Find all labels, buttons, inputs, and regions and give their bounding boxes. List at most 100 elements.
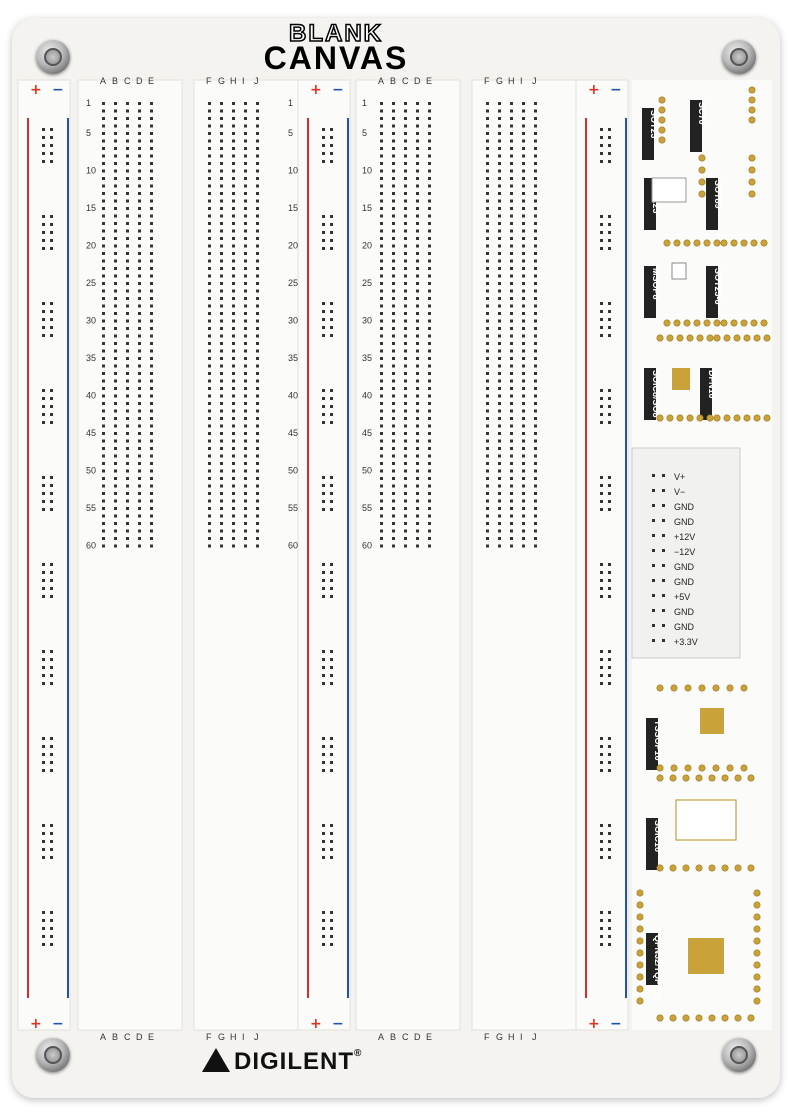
tie-hole bbox=[208, 132, 211, 135]
tie-hole bbox=[392, 124, 395, 128]
pad bbox=[740, 684, 748, 692]
tie-hole bbox=[256, 469, 259, 473]
tie-hole bbox=[498, 372, 501, 375]
power-hole bbox=[662, 564, 665, 567]
rail-hole bbox=[42, 563, 45, 566]
rail-hole bbox=[322, 413, 325, 416]
tie-hole bbox=[380, 139, 383, 143]
tie-hole bbox=[534, 537, 537, 540]
tie-hole bbox=[126, 379, 129, 383]
tie-hole bbox=[102, 417, 105, 420]
tie-hole bbox=[208, 289, 211, 293]
tie-hole bbox=[208, 417, 211, 420]
rail-hole bbox=[330, 840, 333, 843]
tie-hole bbox=[220, 499, 223, 503]
tie-hole bbox=[486, 342, 489, 345]
tie-hole bbox=[380, 207, 383, 210]
rail-hole bbox=[322, 160, 325, 163]
rail-hole bbox=[50, 239, 53, 242]
tie-hole bbox=[392, 169, 395, 173]
tie-hole bbox=[510, 424, 513, 428]
tie-hole bbox=[498, 349, 501, 353]
power-label: V− bbox=[674, 487, 685, 497]
rail-hole bbox=[50, 856, 53, 859]
tie-hole bbox=[138, 267, 141, 270]
tie-hole bbox=[102, 319, 105, 323]
tie-hole bbox=[102, 162, 105, 165]
tie-hole bbox=[256, 267, 259, 270]
pad bbox=[734, 864, 742, 872]
tie-hole bbox=[102, 117, 105, 120]
tie-hole bbox=[126, 169, 129, 173]
tie-hole bbox=[126, 297, 129, 300]
power-hole bbox=[662, 474, 665, 477]
rail-hole bbox=[50, 658, 53, 661]
tie-hole bbox=[404, 357, 407, 360]
tie-hole bbox=[380, 147, 383, 150]
rail-hole bbox=[322, 231, 325, 234]
tie-hole bbox=[220, 169, 223, 173]
rail-hole bbox=[322, 318, 325, 321]
rail-hole bbox=[600, 848, 603, 851]
pad bbox=[676, 414, 684, 422]
pad bbox=[708, 1014, 716, 1022]
tie-hole bbox=[208, 259, 211, 263]
tie-hole bbox=[208, 109, 211, 113]
tie-hole bbox=[404, 417, 407, 420]
tie-hole bbox=[428, 259, 431, 263]
tie-hole bbox=[126, 349, 129, 353]
tie-hole bbox=[150, 162, 153, 165]
power-hole bbox=[652, 549, 655, 552]
tie-hole bbox=[114, 507, 117, 510]
tie-hole bbox=[428, 357, 431, 360]
column-label: D bbox=[136, 1032, 143, 1042]
rail-hole bbox=[608, 152, 611, 155]
tie-hole bbox=[232, 342, 235, 345]
tie-hole bbox=[150, 132, 153, 135]
tie-hole bbox=[232, 439, 235, 443]
rail-hole bbox=[608, 650, 611, 653]
tie-hole bbox=[102, 139, 105, 143]
tie-hole bbox=[208, 297, 211, 300]
pad bbox=[734, 774, 742, 782]
tie-hole bbox=[522, 192, 525, 195]
tie-hole bbox=[138, 297, 141, 300]
tie-hole bbox=[138, 349, 141, 353]
tie-hole bbox=[208, 154, 211, 158]
tie-hole bbox=[404, 372, 407, 375]
tie-hole bbox=[232, 402, 235, 405]
tie-hole bbox=[114, 222, 117, 225]
tie-hole bbox=[256, 372, 259, 375]
tie-hole bbox=[256, 409, 259, 413]
rail-hole bbox=[50, 152, 53, 155]
tie-hole bbox=[486, 199, 489, 203]
tie-hole bbox=[220, 289, 223, 293]
tie-hole bbox=[486, 439, 489, 443]
tie-hole bbox=[114, 312, 117, 315]
rail-hole bbox=[330, 413, 333, 416]
tie-hole bbox=[138, 379, 141, 383]
row-number: 60 bbox=[362, 541, 372, 551]
rail-hole bbox=[42, 919, 45, 922]
tie-hole bbox=[392, 267, 395, 270]
rail-hole bbox=[600, 484, 603, 487]
pad bbox=[748, 190, 756, 198]
tie-hole bbox=[404, 409, 407, 413]
pad bbox=[748, 178, 756, 186]
tie-hole bbox=[534, 447, 537, 450]
tie-hole bbox=[534, 342, 537, 345]
tie-hole bbox=[392, 364, 395, 368]
tie-hole bbox=[232, 214, 235, 218]
tie-hole bbox=[102, 199, 105, 203]
rail-hole bbox=[608, 405, 611, 408]
tie-hole bbox=[244, 454, 247, 458]
tie-hole bbox=[486, 507, 489, 510]
rail-hole bbox=[608, 413, 611, 416]
tie-hole bbox=[102, 342, 105, 345]
row-number: 45 bbox=[362, 428, 372, 438]
column-label: I bbox=[242, 76, 245, 86]
tie-hole bbox=[428, 154, 431, 158]
tie-hole bbox=[392, 387, 395, 390]
tie-hole bbox=[522, 402, 525, 405]
tie-hole bbox=[498, 432, 501, 435]
